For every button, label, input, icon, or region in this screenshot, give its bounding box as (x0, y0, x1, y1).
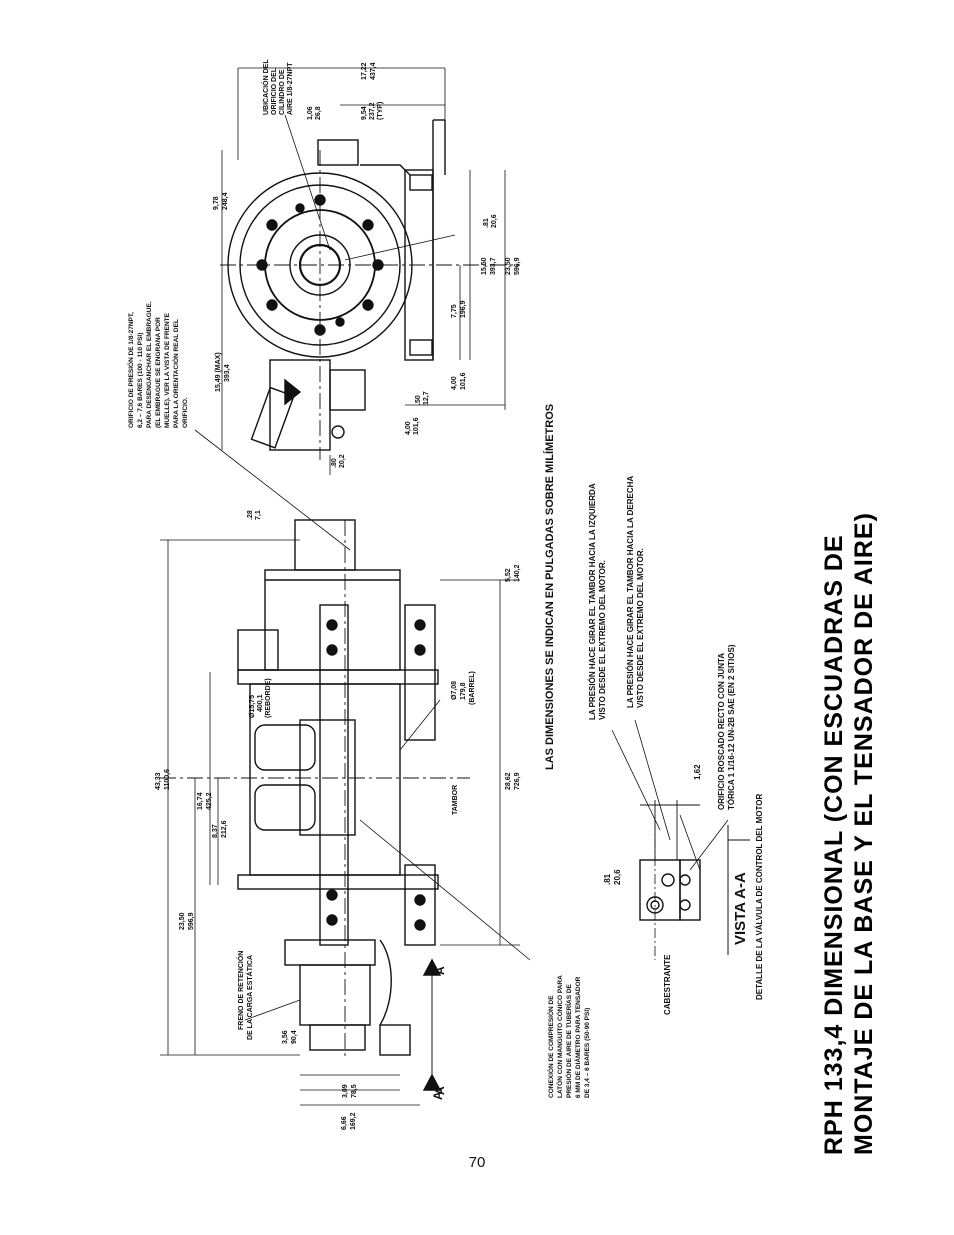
section-a-label-1: A (433, 966, 447, 975)
dim-552-in: 5,52 (505, 568, 512, 582)
svg-text:PRESIÓN DE AIRE DE TUBERÍAS DE: PRESIÓN DE AIRE DE TUBERÍAS DE (564, 983, 573, 1098)
units-note: LAS DIMENSIONES SE INDICAN EN PULGADAS S… (543, 404, 556, 770)
dim-356-mm: 90,4 (291, 1030, 298, 1044)
svg-text:6,2 – 7,6 BARES (100 - 110 PSI: 6,2 – 7,6 BARES (100 - 110 PSI) (137, 333, 144, 428)
dim-2350b-in: 23,50 (179, 912, 186, 930)
dim-400b-mm: 101,6 (413, 417, 420, 435)
dim-978-in: 9,78 (213, 196, 220, 210)
note-cyl-4: AIRE 1/8-27NPT (287, 62, 294, 115)
note-orificio-2: TÓRICA 1 1/16-12 UN-2B SAE (EN 2 SITIOS) (727, 644, 736, 810)
svg-text:CONEXIÓN DE COMPRESIÓN DE: CONEXIÓN DE COMPRESIÓN DE (546, 995, 555, 1098)
dim-050-mm: 12,7 (423, 391, 430, 405)
note-cyl-3: CILINDRO DE (279, 69, 286, 115)
dim-2862-in: 28,62 (505, 772, 512, 790)
dim-106-in: 1,06 (307, 106, 314, 120)
dim-552-mm: 140,2 (514, 564, 521, 582)
dim-2862-mm: 726,9 (514, 772, 521, 790)
note-cyl-2: ORIFICIO DEL (271, 67, 278, 115)
dim-837-mm: 212,6 (221, 820, 228, 838)
dim-400-mm: 101,6 (460, 372, 467, 390)
note-cyl-1: UBICACIÓN DEL (261, 59, 270, 115)
vista-subtitle: DETALLE DE LA VÁLVULA DE CONTROL DEL MOT… (755, 794, 764, 1000)
note-pressure-port: ORIFICIO DE PRESIÓN DE 1/8-27NPT, 6,2 – … (126, 301, 189, 428)
note-conexion: CONEXIÓN DE COMPRESIÓN DE LATÓN CON MANG… (546, 975, 591, 1098)
dim-1550-in: 15,50 (481, 257, 488, 275)
freno-label-1: FRENO DE RETENCIÓN (236, 951, 245, 1030)
dim-666-mm: 169,2 (350, 1112, 357, 1130)
dim-978-mm: 248,4 (222, 192, 229, 210)
vista-a-a-drawing (611, 719, 750, 960)
dim-837-in: 8,37 (212, 824, 219, 838)
dim-666-in: 6,66 (341, 1116, 348, 1130)
dim-1575-in: Ø15,75 (249, 695, 256, 718)
note-derecha-1: LA PRESIÓN HACE GIRAR EL TAMBOR HACIA LA… (626, 476, 635, 708)
vista-dim-081-mm: 20,6 (613, 869, 622, 885)
svg-text:PARA DESENGANCHAR EL EMBRAGUE.: PARA DESENGANCHAR EL EMBRAGUE. (146, 301, 153, 428)
dim-028-in: .28 (247, 510, 254, 520)
dim-1674-mm: 425,2 (206, 792, 213, 810)
dim-954-in: 9,54 (361, 106, 368, 120)
note-derecha-2: VISTO DESDE EL EXTREMO DEL MOTOR. (636, 548, 645, 708)
dim-2350b-mm: 596,9 (188, 912, 195, 930)
title-line-2: MONTAJE DE LA BASE Y EL TENSADOR DE AIRE… (850, 512, 878, 1155)
dim-081-mm: 20,6 (491, 214, 498, 228)
note-orificio-1: ORIFICIO ROSCADO RECTO CON JUNTA (717, 653, 726, 810)
dim-356-in: 3,56 (282, 1030, 289, 1044)
dim-4333-mm: 1100,6 (164, 769, 171, 790)
dim-106-mm: 26,8 (315, 106, 322, 120)
page-number: 70 (468, 1154, 486, 1171)
vista-title: VISTA A-A (732, 872, 749, 945)
dim-1722-in: 17,22 (361, 62, 368, 80)
dim-775-in: 7,75 (451, 304, 458, 318)
tambor-label: TAMBOR (452, 785, 459, 815)
dim-1575-mm: 400,1 (257, 694, 264, 712)
svg-text:(EL EMBRAGUE SE ENGRANA POR: (EL EMBRAGUE SE ENGRANA POR (155, 317, 162, 428)
svg-text:MUELLE). VER LA VISTA DE FRENT: MUELLE). VER LA VISTA DE FRENTE (164, 312, 171, 428)
dim-081-in: .81 (483, 218, 490, 228)
dim-2350-mm: 596,9 (514, 257, 521, 275)
dim-954-mm: 237,2 (369, 102, 376, 120)
dim-080-mm: 20,2 (339, 454, 346, 468)
dim-1575-note: (REBORDE) (265, 678, 272, 718)
section-a-label-3: A (431, 1091, 445, 1100)
end-view-drawing (194, 67, 520, 551)
dim-4333-in: 43,33 (155, 772, 162, 790)
dim-708-in: Ø7,08 (451, 681, 458, 700)
dim-954-typ: (TYP) (377, 102, 384, 120)
freno-label-2: DE LA CARGA ESTÁTICA (245, 955, 254, 1040)
dim-708-mm: 179,8 (460, 682, 467, 700)
vista-dim-081-in: .81 (603, 873, 612, 885)
svg-text:ORIFICIO DE PRESIÓN DE 1/8-27N: ORIFICIO DE PRESIÓN DE 1/8-27NPT, (126, 312, 135, 428)
svg-text:ORIFICIO.: ORIFICIO. (182, 397, 189, 428)
dim-1674-in: 16,74 (197, 792, 204, 810)
svg-text:6 MM DE DIÁMETRO PARA TENSADOR: 6 MM DE DIÁMETRO PARA TENSADOR (573, 976, 582, 1098)
dim-050-in: .50 (415, 395, 422, 405)
dim-2350-in: 23,50 (505, 257, 512, 275)
dim-028-mm: 7,1 (255, 510, 262, 520)
dim-080-in: .80 (331, 458, 338, 468)
dim-1549-mm: 393,4 (224, 364, 231, 382)
dim-400b-in: 4,00 (405, 421, 412, 435)
vista-dim-162: 1,62 (693, 764, 702, 780)
dim-400-in: 4,00 (451, 376, 458, 390)
title-line-1: RPH 133,4 DIMENSIONAL (CON ESCUADRAS DE (820, 534, 848, 1155)
section-a-label-2: A (433, 1086, 447, 1095)
svg-text:LATÓN CON MANGUITO CÓNICO PARA: LATÓN CON MANGUITO CÓNICO PARA (555, 975, 564, 1098)
dim-708-note: (BARREL) (469, 671, 476, 705)
note-izquierda-1: LA PRESIÓN HACE GIRAR EL TAMBOR HACIA LA… (588, 483, 597, 720)
svg-text:PARA LA ORIENTACIÓN REAL DEL: PARA LA ORIENTACIÓN REAL DEL (171, 319, 180, 428)
dim-775-mm: 196,9 (460, 300, 467, 318)
top-view-drawing (160, 519, 531, 1106)
note-izquierda-2: VISTO DESDE EL EXTREMO DEL MOTOR. (598, 560, 607, 720)
svg-text:DE 3,4 – 6 BARES (50-90 PSI): DE 3,4 – 6 BARES (50-90 PSI) (584, 1008, 591, 1098)
cabestrante-label: CABESTRANTE (663, 954, 672, 1015)
dim-1722-mm: 437,4 (370, 62, 377, 80)
dim-1549-in: 15,49 (MAX) (215, 352, 222, 392)
dim-309-in: 3,09 (342, 1084, 349, 1098)
dim-1550-mm: 393,7 (490, 257, 497, 275)
dim-309-mm: 78,5 (351, 1084, 358, 1098)
